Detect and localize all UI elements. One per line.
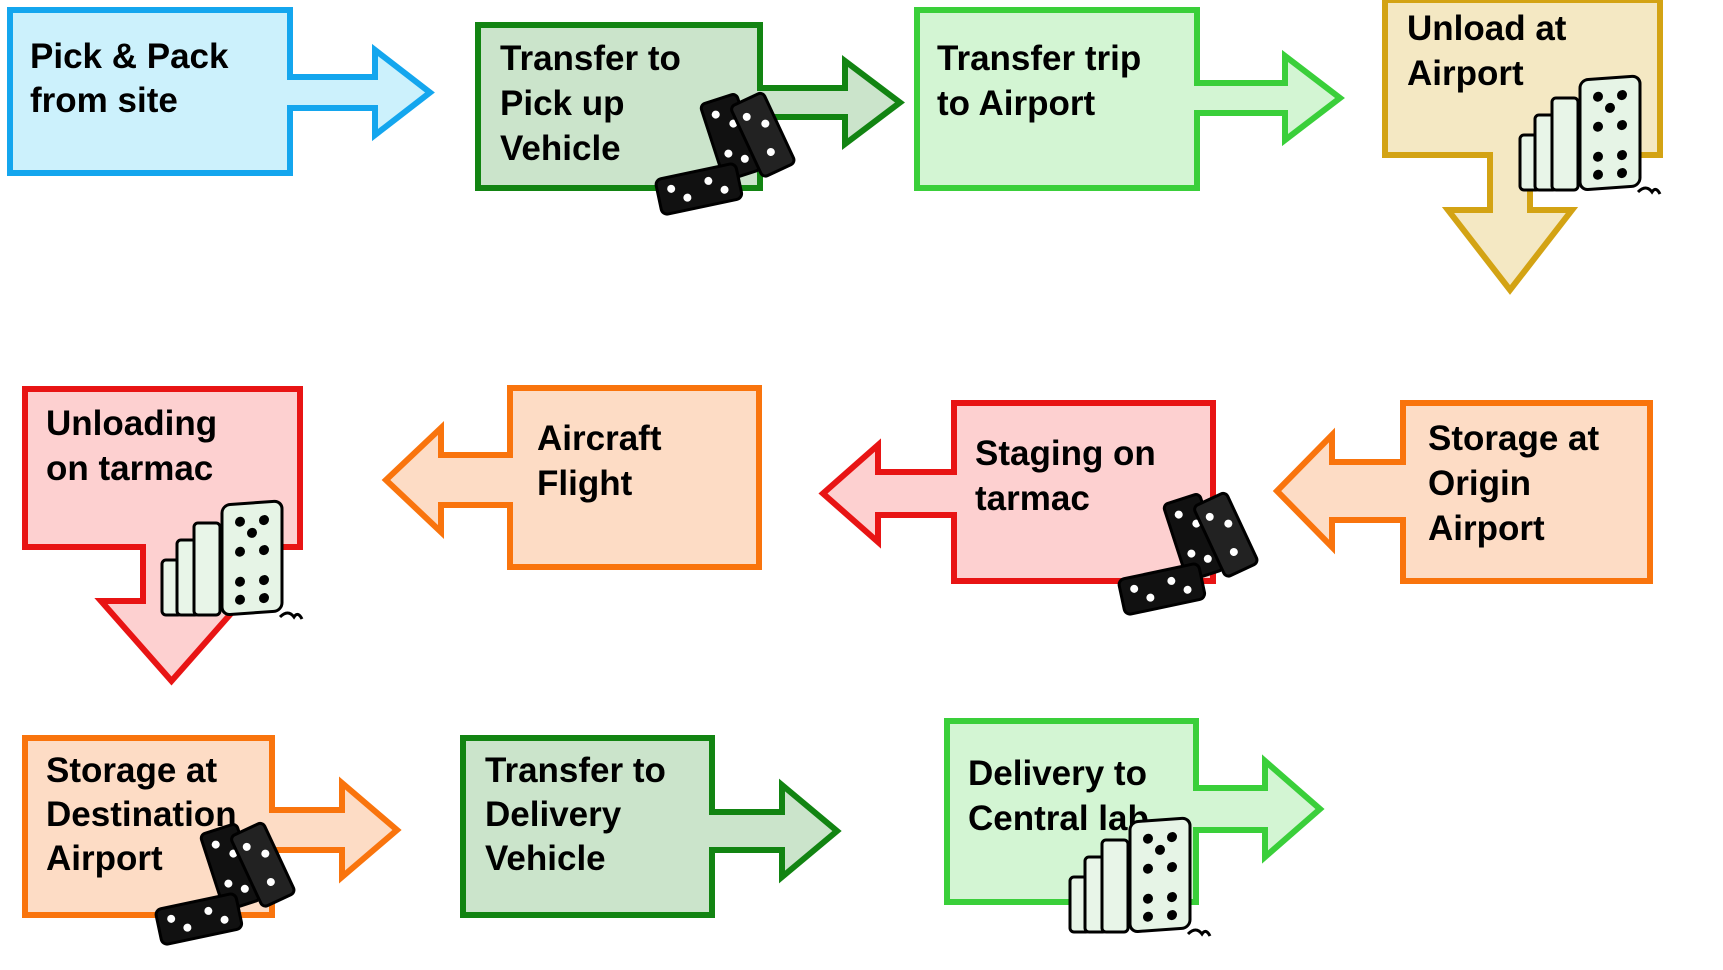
step-staging-tarmac: Staging on tarmac (818, 400, 1216, 584)
step-label-line: Storage at (1428, 419, 1599, 458)
step-label-line: Destination (46, 795, 237, 834)
step-label-line: Vehicle (500, 129, 621, 168)
step-label-line: Origin (1428, 464, 1531, 503)
step-label-line: Unloading (46, 404, 217, 443)
step-label-line: from site (30, 81, 178, 120)
step-callout-shape (7, 7, 435, 176)
step-delivery-lab: Delivery to Central lab (944, 718, 1325, 905)
step-label-line: tarmac (975, 479, 1090, 518)
step-callout-shape (818, 400, 1216, 584)
step-callout-shape (381, 385, 762, 570)
domino-stack-icon (160, 499, 304, 620)
step-callout-shape (914, 7, 1345, 191)
step-label-line: Airport (46, 839, 163, 878)
step-callout-shape (1272, 400, 1653, 584)
step-transfer-pickup: Transfer to Pick up Vehicle (475, 22, 905, 191)
step-label-line: Delivery to (968, 754, 1147, 793)
step-label-line: Pick up (500, 84, 624, 123)
step-label-line: Storage at (46, 751, 217, 790)
step-label-line: Transfer to (485, 751, 666, 790)
step-label-line: Delivery (485, 795, 622, 834)
dominoes-icon (1117, 491, 1259, 616)
step-pick-pack: Pick & Pack from site (7, 7, 435, 176)
step-label-line: Transfer trip (937, 39, 1141, 78)
domino-stack-icon (1068, 816, 1212, 937)
step-transfer-trip: Transfer trip to Airport (914, 7, 1345, 191)
step-label-line: Airport (1428, 509, 1545, 548)
step-label-line: Transfer to (500, 39, 681, 78)
step-label-line: Airport (1407, 54, 1524, 93)
dominoes-icon (654, 91, 796, 216)
step-label-line: Aircraft (537, 419, 662, 458)
step-label-line: Pick & Pack (30, 37, 229, 76)
step-label-line: Vehicle (485, 839, 606, 878)
step-label-line: Unload at (1407, 9, 1567, 48)
step-label-line: Flight (537, 464, 633, 503)
step-label-line: on tarmac (46, 449, 213, 488)
step-callout-shape (460, 735, 842, 918)
step-label-line: Staging on (975, 434, 1156, 473)
step-label-line: Central lab (968, 799, 1149, 838)
step-label-line: to Airport (937, 84, 1095, 123)
domino-stack-icon (1518, 74, 1662, 195)
dominoes-icon (154, 821, 296, 946)
